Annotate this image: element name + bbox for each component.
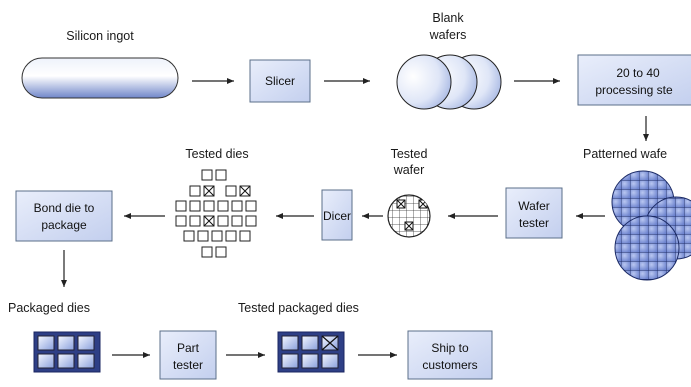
ship-to-customers-box [407,330,493,380]
silicon-ingot-label: Silicon ingot [66,29,134,43]
slicer-label: Slicer [265,74,295,88]
processing-label-line1: 20 to 40 [616,66,660,80]
tested-wafer [387,194,431,238]
part-tester-label-line1: Part [177,341,200,355]
tested-packaged-dies [277,331,345,373]
wafer-tester-label-line2: tester [519,216,549,230]
bond-label-line1: Bond die to [34,201,95,215]
patterned-wafers [611,170,691,281]
processing-steps-box [577,54,691,106]
dicer-box [321,189,353,241]
wafer-tester-label-line1: Wafer [518,199,550,213]
ship-label-line1: Ship to [431,341,469,355]
dicer-label: Dicer [323,209,351,223]
patterned-wafers-label: Patterned wafe [583,147,667,161]
packaged-dies [33,331,101,373]
blank-wafers-label-line1: Blank [432,11,464,25]
blank-wafers-label-line2: wafers [429,28,467,42]
blank-wafers [396,54,502,110]
bond-label-line2: package [41,218,87,232]
silicon-ingot [21,57,179,99]
tested-packaged-dies-label: Tested packaged dies [238,301,359,315]
processing-label-line2: processing ste [595,83,673,97]
bond-die-box [15,190,113,242]
tested-wafer-label-line1: Tested [391,147,428,161]
slicer-box [249,59,311,103]
packaged-dies-label: Packaged dies [8,301,90,315]
part-tester-box [159,330,217,380]
tested-wafer-label-line2: wafer [393,163,425,177]
ship-label-line2: customers [422,358,477,372]
tested-dies-label: Tested dies [185,147,248,161]
part-tester-label-line2: tester [173,358,203,372]
wafer-tester-box [505,187,563,239]
tested-dies [175,169,257,258]
